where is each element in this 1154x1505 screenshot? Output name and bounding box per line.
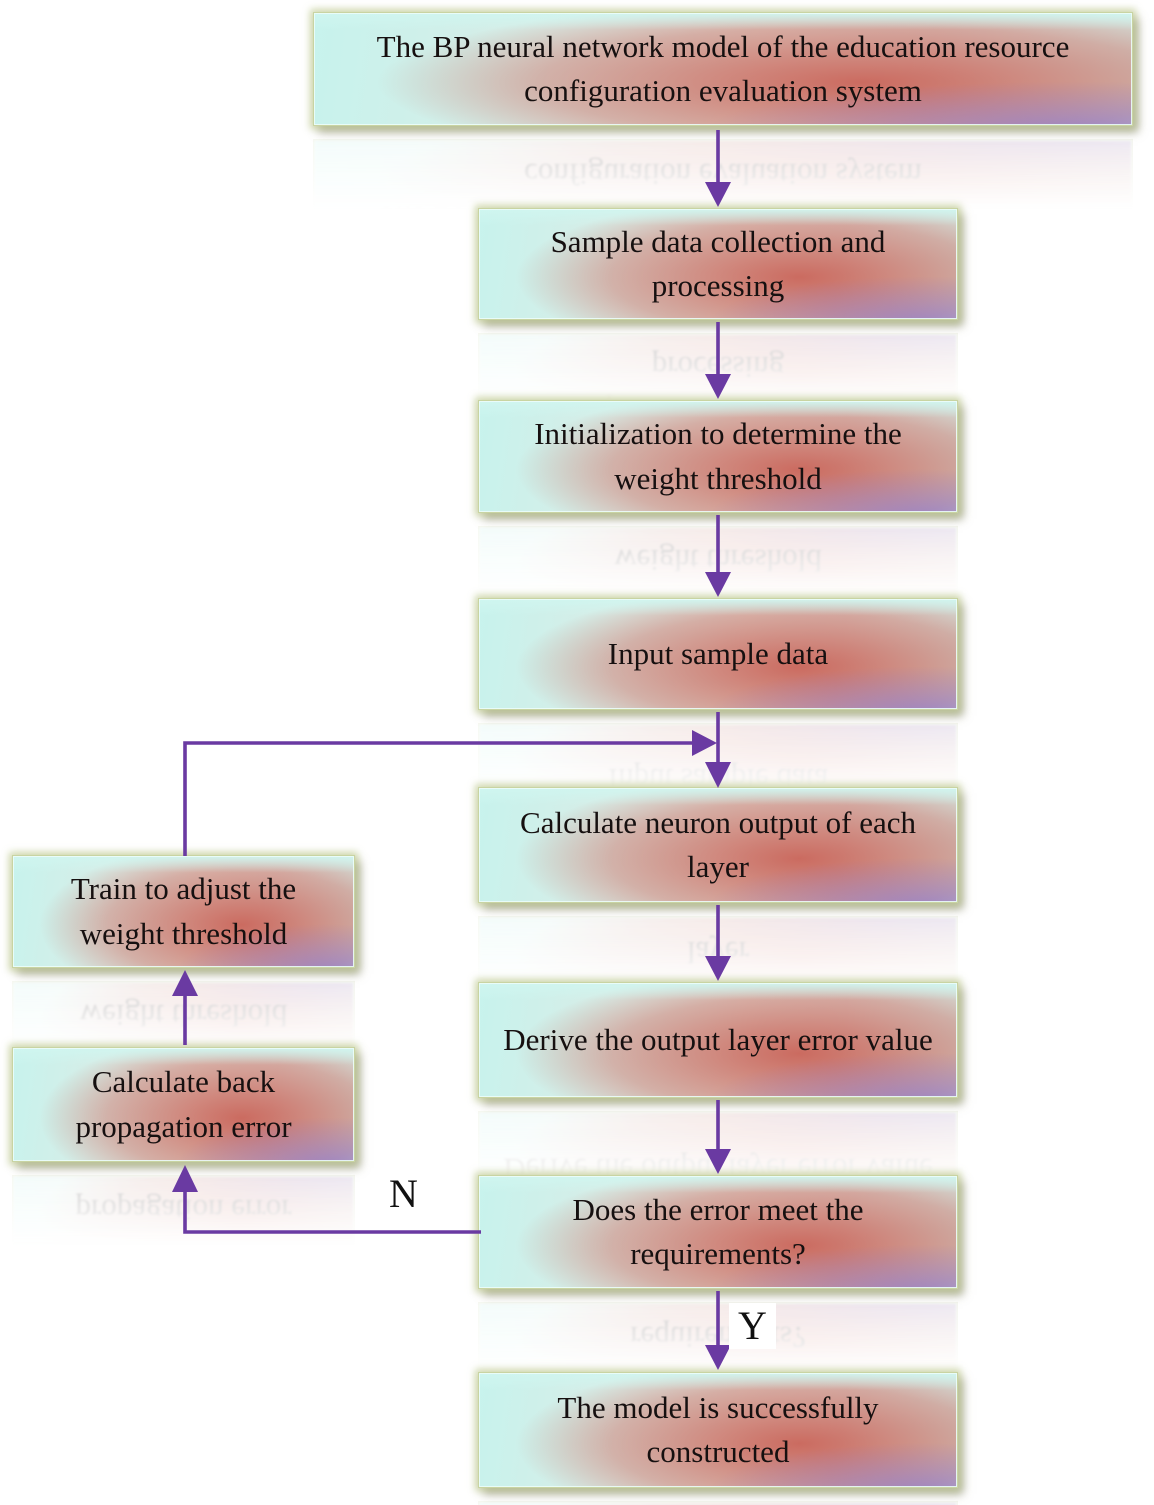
flow-node-sample-box: Sample data collection and processing [478, 208, 958, 320]
node-label: Input sample data [607, 635, 829, 671]
flow-node-title-box: The BP neural network model of the educa… [313, 12, 1133, 126]
node-label: The model is successfully constructed [557, 1389, 879, 1469]
node-label: Calculate back propagation error [75, 1064, 292, 1144]
flow-node-derive-error: Derive the output layer error value Deri… [478, 982, 958, 1227]
flow-node-calc-neuron-output: Calculate neuron output of each layer Ca… [478, 787, 958, 1032]
flow-node-initialization-box: Initialization to determine the weight t… [478, 400, 958, 513]
flow-node-success-box: The model is successfully constructed [478, 1372, 958, 1488]
arrow-title-to-sample [705, 130, 731, 207]
flow-node-derive-error-box: Derive the output layer error value [478, 982, 958, 1098]
flow-node-calc-neuron-output-box: Calculate neuron output of each layer [478, 787, 958, 903]
node-label: Does the error meet the requirements? [572, 1191, 864, 1271]
flow-node-success: The model is successfully constructed Th… [478, 1372, 958, 1505]
arrow-initialization-to-input [705, 515, 731, 597]
flow-node-initialization: Initialization to determine the weight t… [478, 400, 958, 639]
node-label: The BP neural network model of the educa… [376, 28, 1070, 108]
arrow-calc-to-derive [705, 905, 731, 981]
edge-label-no: N [389, 1171, 418, 1216]
arrow-decision-yes-to-success [705, 1291, 731, 1370]
edge-label-yes: Y [729, 1303, 776, 1349]
flow-node-backprop-error-box: Calculate back propagation error [12, 1047, 355, 1162]
flow-node-input-sample-box: Input sample data [478, 598, 958, 710]
arrow-sample-to-initialization [705, 322, 731, 399]
arrow-decision-no-to-backprop [172, 1165, 481, 1234]
arrow-input-to-calc [705, 712, 731, 788]
flow-node-title: The BP neural network model of the educa… [313, 12, 1133, 253]
arrow-backprop-to-train [172, 970, 198, 1045]
flow-node-train-adjust: Train to adjust the weight threshold Tra… [12, 855, 355, 1094]
flow-node-backprop-error: Calculate back propagation error Calcula… [12, 1047, 355, 1290]
node-label: Sample data collection and processing [550, 223, 886, 303]
flow-node-sample: Sample data collection and processing Sa… [478, 208, 958, 445]
arrow-derive-to-decision [705, 1100, 731, 1174]
node-label: Initialization to determine the weight t… [534, 416, 902, 496]
node-label: Derive the output layer error value [503, 1021, 933, 1057]
flow-node-decision-error-meets-box: Does the error meet the requirements? [478, 1175, 958, 1289]
flow-node-decision-error-meets: Does the error meet the requirements? Do… [478, 1175, 958, 1416]
node-label: Train to adjust the weight threshold [70, 871, 297, 951]
flow-node-train-adjust-box: Train to adjust the weight threshold [12, 855, 355, 968]
node-label: Calculate neuron output of each layer [520, 804, 916, 884]
flow-node-input-sample: Input sample data Input sample data [478, 598, 958, 835]
